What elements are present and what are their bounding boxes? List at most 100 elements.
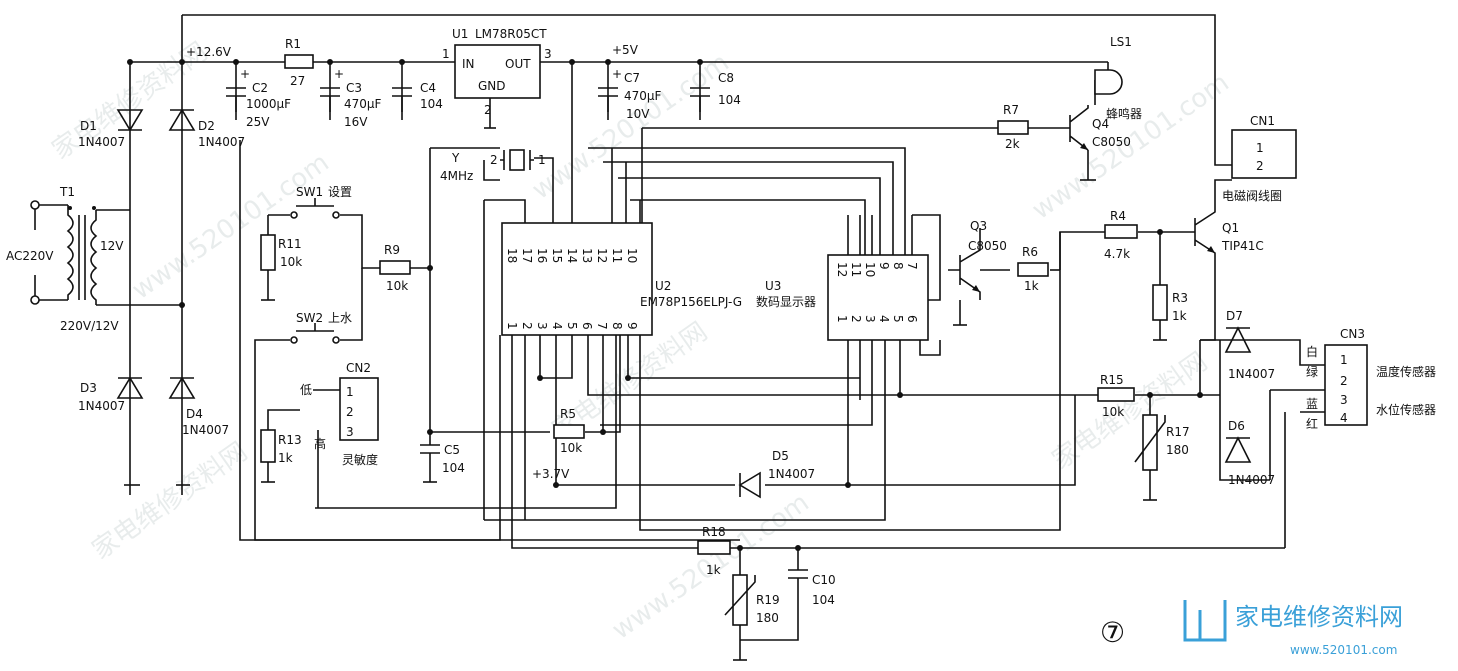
svg-text:13: 13	[580, 248, 594, 263]
svg-text:5: 5	[891, 315, 905, 323]
svg-text:设置: 设置	[328, 185, 352, 199]
svg-text:家电维修资料网: 家电维修资料网	[87, 437, 253, 566]
svg-text:LM78R05CT: LM78R05CT	[475, 27, 547, 41]
svg-text:10: 10	[863, 262, 877, 277]
svg-text:1N4007: 1N4007	[78, 399, 125, 413]
mcu-bottom-pins: 1 2 3 4 5 6 7 8 9	[505, 322, 639, 330]
svg-text:3: 3	[1340, 393, 1348, 407]
svg-text:10V: 10V	[626, 107, 650, 121]
svg-text:www.520101.com: www.520101.com	[127, 148, 335, 306]
diode-d5: D5 1N4007	[738, 449, 815, 499]
svg-text:1N4007: 1N4007	[1228, 367, 1275, 381]
svg-text:IN: IN	[462, 57, 475, 71]
connector-cn3: CN3 1 2 3 4 白 绿 蓝 红 温度传感器 水位传感器	[1306, 327, 1436, 431]
diode-d1: D1 1N4007	[78, 109, 144, 149]
svg-text:R13: R13	[278, 433, 302, 447]
mcu-u2: U2 EM78P156ELPJ-G 18 17 16 15 14 13 12 1…	[501, 222, 742, 336]
transistor-q1: Q1 TIP41C	[1194, 210, 1264, 255]
svg-text:R4: R4	[1110, 209, 1126, 223]
svg-text:C3: C3	[346, 81, 362, 95]
svg-text:温度传感器: 温度传感器	[1376, 364, 1436, 379]
svg-text:2: 2	[520, 322, 534, 330]
svg-text:高: 高	[314, 436, 326, 451]
resistor-r13: R13 1k	[260, 429, 302, 465]
resistor-r4: R4 4.7k	[1104, 209, 1138, 261]
resistor-r1: R1 27	[284, 37, 314, 88]
capacitor-c8: C8 104	[690, 71, 741, 120]
svg-text:104: 104	[718, 93, 741, 107]
svg-text:1: 1	[1256, 141, 1264, 155]
svg-text:灵敏度: 灵敏度	[342, 452, 378, 467]
svg-text:9: 9	[625, 322, 639, 330]
svg-text:2: 2	[849, 315, 863, 323]
svg-text:U1: U1	[452, 27, 468, 41]
svg-text:SW2: SW2	[296, 311, 323, 325]
svg-text:D1: D1	[80, 119, 97, 133]
svg-text:8: 8	[610, 322, 624, 330]
svg-text:1N4007: 1N4007	[1228, 473, 1275, 487]
svg-text:+: +	[612, 67, 622, 81]
svg-text:C5: C5	[444, 443, 460, 457]
svg-text:绿: 绿	[1306, 364, 1318, 379]
diode-d7: D7 1N4007	[1224, 309, 1275, 381]
switch-sw1: SW1 设置	[290, 185, 352, 219]
switch-sw2: SW2 上水	[290, 311, 352, 344]
svg-text:10: 10	[625, 248, 639, 263]
svg-text:11: 11	[610, 248, 624, 263]
svg-text:R6: R6	[1022, 245, 1038, 259]
svg-text:U2: U2	[655, 279, 671, 293]
svg-text:11: 11	[849, 262, 863, 277]
resistor-r5: R5 10k	[553, 407, 585, 455]
resistor-r15: R15 10k	[1097, 373, 1135, 419]
svg-text:2: 2	[1256, 159, 1264, 173]
svg-text:R15: R15	[1100, 373, 1124, 387]
resistor-r7: R7 2k	[997, 103, 1029, 151]
svg-text:3: 3	[544, 47, 552, 61]
wires	[35, 14, 1325, 661]
svg-text:104: 104	[420, 97, 443, 111]
resistor-r11: R11 10k	[260, 234, 302, 271]
svg-text:LS1: LS1	[1110, 35, 1132, 49]
rail-5v-label: +5V	[612, 43, 639, 57]
svg-text:C4: C4	[420, 81, 436, 95]
svg-text:10k: 10k	[280, 255, 302, 269]
svg-text:14: 14	[565, 248, 579, 263]
svg-text:1N4007: 1N4007	[768, 467, 815, 481]
svg-text:1N4007: 1N4007	[198, 135, 245, 149]
diode-d2: D2 1N4007	[168, 108, 245, 149]
rail-12v-label: +12.6V	[186, 45, 232, 59]
svg-text:5: 5	[565, 322, 579, 330]
svg-text:R7: R7	[1003, 103, 1019, 117]
capacitor-c5: C5 104	[420, 443, 465, 475]
capacitor-c2: + C2 1000μF 25V	[226, 67, 291, 129]
svg-text:1: 1	[538, 153, 546, 167]
svg-text:C7: C7	[624, 71, 640, 85]
svg-text:10k: 10k	[560, 441, 582, 455]
svg-text:低: 低	[300, 383, 312, 397]
ac-input-terminals: AC220V	[6, 200, 54, 305]
display-top-pins: 12 11 10 9 8 7	[835, 262, 919, 277]
connector-cn1: CN1 1 2 电磁阀线圈	[1222, 114, 1297, 203]
svg-text:1: 1	[835, 315, 849, 323]
svg-text:8: 8	[891, 262, 905, 270]
svg-text:Y: Y	[451, 151, 460, 165]
svg-text:3: 3	[346, 425, 354, 439]
svg-text:蓝: 蓝	[1306, 397, 1318, 411]
svg-text:CN2: CN2	[346, 361, 371, 375]
svg-text:4.7k: 4.7k	[1104, 247, 1130, 261]
regulator-u1: U1 LM78R05CT 1 3 IN OUT GND 2	[442, 27, 552, 117]
svg-text:R3: R3	[1172, 291, 1188, 305]
svg-text:16V: 16V	[344, 115, 368, 129]
svg-text:7: 7	[905, 262, 919, 270]
svg-text:2: 2	[484, 103, 492, 117]
svg-text:470μF: 470μF	[344, 97, 382, 111]
svg-text:D4: D4	[186, 407, 203, 421]
svg-text:4: 4	[877, 315, 891, 323]
svg-text:Q4: Q4	[1092, 117, 1109, 131]
svg-text:2: 2	[1340, 374, 1348, 388]
svg-text:4: 4	[1340, 411, 1348, 425]
thermistor-r19: R19 180	[724, 574, 780, 626]
svg-text:4: 4	[550, 322, 564, 330]
svg-text:电磁阀线圈: 电磁阀线圈	[1222, 188, 1282, 203]
site-logo: 家电维修资料网 www.520101.com	[1183, 600, 1403, 657]
